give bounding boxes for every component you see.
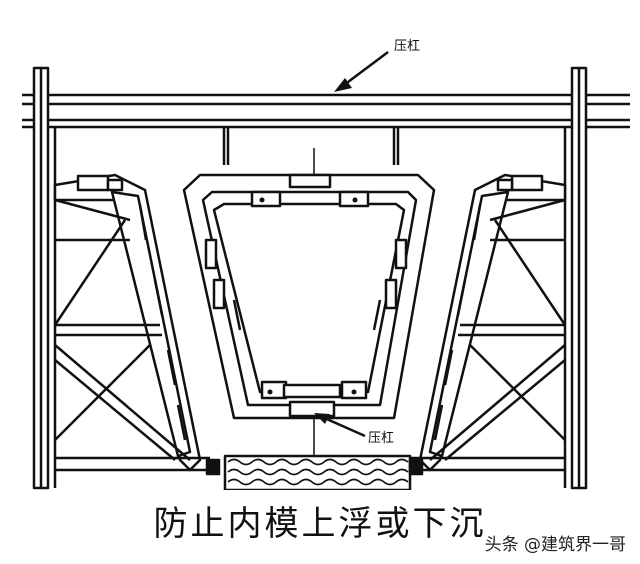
diagram-caption: 防止内模上浮或下沉 [153,504,487,544]
bottom-beam-leader [314,413,366,438]
right-post [563,66,588,490]
watermark: 头条 @建筑界一哥 [484,535,626,555]
left-outer-formwork [53,173,210,472]
inner-formwork [182,173,436,420]
top-crossbar [22,93,630,129]
right-outer-formwork [410,173,567,472]
gravel-base [205,454,424,490]
left-post [32,66,57,490]
top-beam-label: 压杠 [394,38,420,54]
formwork-diagram: 压杠 压杠 [22,38,630,490]
top-beam-leader [334,51,389,92]
bottom-beam-label: 压杠 [368,430,394,446]
